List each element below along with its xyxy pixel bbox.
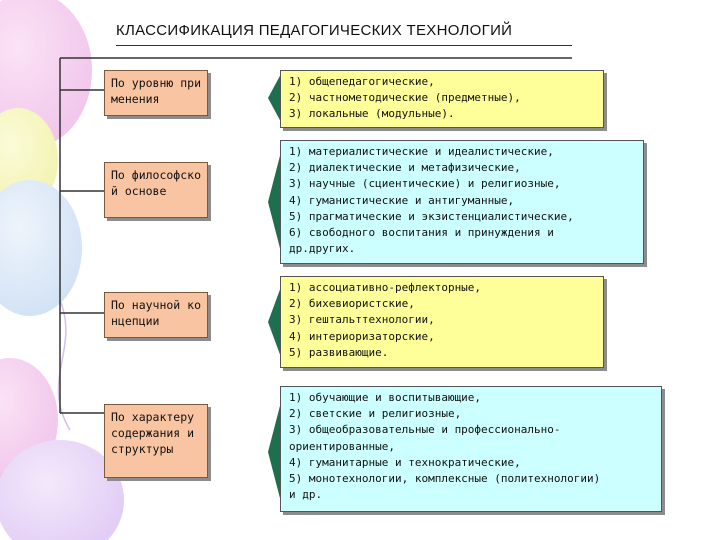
category-box-content: По характеру содержания и структуры xyxy=(104,404,208,478)
description-item: ориентированные, xyxy=(289,439,395,453)
description-item: 3) гештальттехнологии, xyxy=(289,313,435,327)
description-item: 5) монотехнологии, комплексные (политехн… xyxy=(289,472,601,486)
description-item: 1) общепедагогические, xyxy=(289,75,435,88)
balloon-blue-left xyxy=(0,180,82,316)
description-item: 1) материалистические и идеалистические, xyxy=(289,145,554,158)
description-item: 3) общеобразовательные и профессионально… xyxy=(289,423,561,437)
description-item: 3) научные (сциентические) и религиозные… xyxy=(289,177,561,191)
description-box-content: 1) обучающие и воспитывающие, 2) светски… xyxy=(280,386,662,512)
arrow-left-icon xyxy=(268,148,282,256)
description-item: и др. xyxy=(289,488,323,502)
description-item: 4) гуманитарные и технократические, xyxy=(289,455,521,469)
category-label: По уровню применения xyxy=(111,76,202,106)
category-box-concept: По научной концепции xyxy=(104,292,208,338)
description-box-level: 1) общепедагогические, 2) частнометодиче… xyxy=(280,70,604,128)
category-label: По философской основе xyxy=(111,168,202,198)
category-label: По характеру содержания и структуры xyxy=(111,410,195,456)
category-box-philosophy: По философской основе xyxy=(104,162,208,218)
description-item: 2) бихевиористские, xyxy=(289,297,415,311)
arrow-left-icon xyxy=(268,72,282,124)
description-item: 5) прагматические и экзистенциалистическ… xyxy=(289,209,574,223)
description-item: 2) светские и религиозные, xyxy=(289,407,462,421)
title-underline xyxy=(116,45,572,46)
description-item: 6) свободного воспитания и принуждения и xyxy=(289,226,554,240)
arrow-left-icon xyxy=(268,284,282,360)
description-item: 1) ассоциативно-рефлекторные, xyxy=(289,281,482,294)
description-item: др.других. xyxy=(289,242,356,256)
description-item: 4) гуманистические и антигуманные, xyxy=(289,193,515,207)
page-title: КЛАССИФИКАЦИЯ ПЕДАГОГИЧЕСКИХ ТЕХНОЛОГИЙ xyxy=(116,22,513,39)
description-item: 3) локальные (модульные). xyxy=(289,107,455,121)
balloon-purple-bottom xyxy=(0,440,124,540)
description-item: 1) обучающие и воспитывающие, xyxy=(289,391,482,404)
description-box-philosophy: 1) материалистические и идеалистические,… xyxy=(280,140,644,264)
description-item: 2) частнометодические (предметные), xyxy=(289,91,521,105)
description-item: 4) интериоризаторские, xyxy=(289,329,435,343)
category-label: По научной концепции xyxy=(111,298,202,328)
arrow-left-icon xyxy=(268,398,282,506)
description-item: 5) развивающие. xyxy=(289,345,389,359)
description-box-concept: 1) ассоциативно-рефлекторные, 2) бихевио… xyxy=(280,276,604,368)
description-item: 2) диалектические и метафизические, xyxy=(289,161,521,175)
category-box-level: По уровню применения xyxy=(104,70,208,116)
